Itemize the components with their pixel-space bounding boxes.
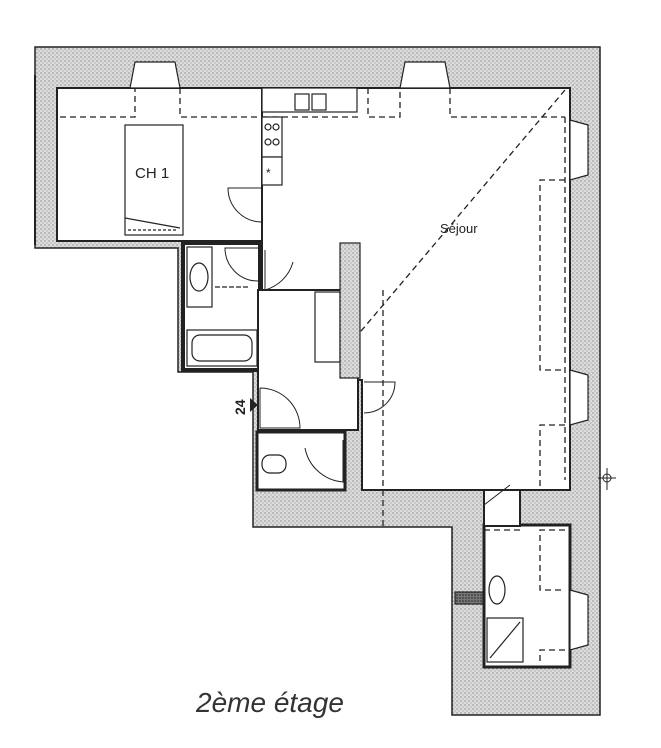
door-kitchen-hall[interactable] — [264, 250, 294, 291]
hob-burner — [264, 138, 272, 146]
window-niche — [569, 119, 589, 181]
kitchen-sink — [311, 93, 327, 111]
room-label-bedroom: CH 1 — [135, 165, 169, 182]
dashed-diagonal — [344, 89, 566, 351]
dashed-outline — [539, 424, 565, 488]
hob-burner — [264, 123, 272, 131]
wall-segment-dark — [454, 591, 484, 605]
hob-burner — [272, 123, 280, 131]
bed — [124, 124, 184, 236]
door-shower[interactable] — [483, 484, 511, 506]
door-wc[interactable] — [304, 440, 344, 483]
entrance-arrow-icon — [250, 398, 258, 412]
washbasin — [189, 262, 209, 292]
shower-washbasin — [488, 575, 506, 605]
kitchen-sink — [294, 93, 310, 111]
room-label-living: Séjour — [440, 221, 478, 236]
room-entry-passage — [483, 489, 521, 527]
hob-burner — [272, 138, 280, 146]
window-niche — [569, 589, 589, 651]
dashed-outline — [60, 88, 136, 118]
bathtub-inner — [191, 334, 253, 362]
dashed-outline — [179, 88, 262, 118]
dashed-outline — [449, 88, 565, 118]
wc-toilet — [261, 454, 287, 474]
bed-cover-line — [124, 217, 181, 229]
dashed-outline — [539, 649, 565, 665]
kitchen-hob — [261, 116, 283, 158]
dashed-outline — [539, 529, 565, 591]
window-niche — [569, 369, 589, 426]
door-bathroom[interactable] — [224, 247, 259, 282]
shower-diagonal — [489, 621, 521, 659]
wardrobe — [314, 291, 341, 363]
freezer-icon: * — [266, 166, 271, 180]
door-entrance[interactable] — [259, 387, 301, 429]
dashed-outline — [539, 179, 565, 371]
entrance-number: 24 — [232, 399, 248, 415]
window-niche — [129, 61, 181, 89]
room-wc — [255, 430, 347, 492]
dashed-outline — [367, 88, 401, 118]
window-niche — [399, 61, 451, 89]
door-living[interactable] — [363, 381, 396, 414]
duct — [339, 242, 361, 379]
floor-title: 2ème étage — [195, 687, 344, 718]
door-bedroom[interactable] — [227, 187, 263, 223]
kitchen-fridge — [261, 156, 283, 186]
axis-marker-icon — [598, 468, 616, 490]
